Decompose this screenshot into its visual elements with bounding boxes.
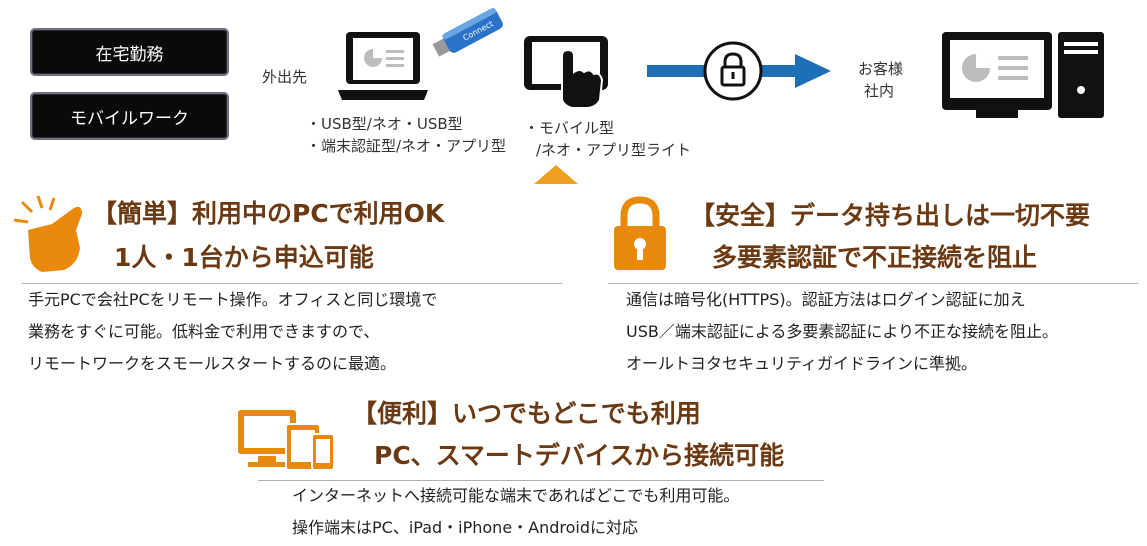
- padlock-icon: [614, 196, 666, 270]
- secure-heading-1: 【安全】データ持ち出しは一切不要: [690, 201, 1091, 230]
- easy-body-1: 手元PCで会社PCをリモート操作。オフィスと同じ環境で: [28, 290, 438, 309]
- office-label: 社内: [864, 82, 895, 100]
- easy-body-3: リモートワークをスモールスタートするのに最適。: [28, 354, 397, 373]
- mobile-note-1: ・モバイル型: [524, 119, 615, 137]
- easy-heading-2: 1人・1台から申込可能: [114, 243, 374, 272]
- secure-divider: [608, 283, 1138, 284]
- secure-connection-arrow-icon: [647, 41, 831, 101]
- laptop-icon: [338, 32, 428, 100]
- convenient-body-1: インターネットへ接続可能な端末であればどこでも利用可能。: [292, 486, 740, 505]
- convenient-body-2: 操作端末はPC、iPad・iPhone・Androidに対応: [292, 518, 639, 537]
- tag-label: 在宅勤務: [95, 44, 164, 65]
- secure-body-1: 通信は暗号化(HTTPS)。認証方法はログイン認証に加え: [626, 290, 1026, 309]
- tap-hand-icon: [13, 195, 82, 272]
- convenient-heading-2: PC、スマートデバイスから接続可能: [374, 441, 785, 470]
- desktop-pc-icon: [942, 32, 1104, 118]
- laptop-note-1: ・USB型/ネオ・USB型: [306, 115, 463, 133]
- easy-body-2: 業務をすぐに可能。低料金で利用できますので、: [28, 322, 380, 341]
- tablet-touch-icon: [524, 36, 608, 109]
- tag-mobile-work: モバイルワーク: [30, 92, 229, 140]
- outside-label: 外出先: [262, 68, 308, 86]
- devices-icon: [238, 410, 335, 471]
- easy-divider: [22, 283, 562, 284]
- convenient-heading-1: 【便利】いつでもどこでも利用: [352, 399, 701, 428]
- laptop-note-2: ・端末認証型/ネオ・アプリ型: [306, 137, 507, 155]
- up-triangle-icon: [534, 165, 578, 184]
- secure-body-2: USB／端末認証による多要素認証により不正な接続を阻止。: [626, 322, 1059, 341]
- secure-heading-2: 多要素認証で不正接続を阻止: [712, 243, 1038, 272]
- customer-label: お客様: [858, 60, 904, 78]
- tag-label: モバイルワーク: [70, 108, 189, 129]
- convenient-divider: [258, 480, 824, 481]
- easy-heading-1: 【簡単】利用中のPCで利用OK: [92, 199, 445, 228]
- usb-key-icon: Connect: [432, 8, 503, 57]
- secure-body-3: オールトヨタセキュリティガイドラインに準拠。: [626, 354, 978, 373]
- tag-remote-work: 在宅勤務: [30, 28, 229, 76]
- mobile-note-2: /ネオ・アプリ型ライト: [536, 141, 692, 159]
